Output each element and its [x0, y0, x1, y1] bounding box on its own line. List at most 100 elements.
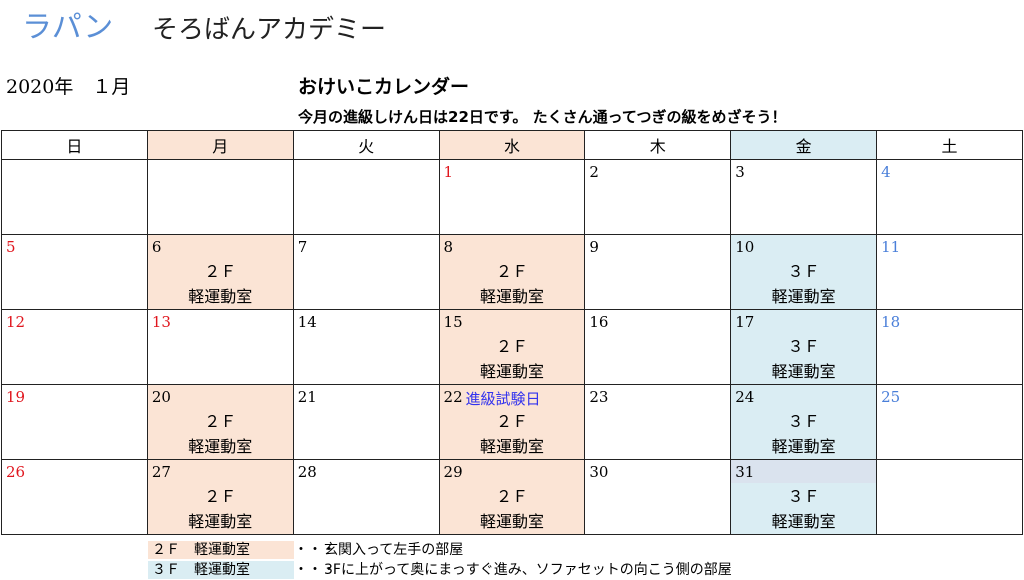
day-number: 18 — [881, 313, 901, 331]
day-cell[interactable]: 14 — [292, 309, 440, 385]
weekday-header: 日 — [1, 130, 148, 160]
weekday-header: 土 — [876, 130, 1023, 160]
day-cell[interactable]: 18 — [876, 309, 1023, 385]
day-cell[interactable]: 24 ３Ｆ 軽運動室 — [730, 384, 878, 460]
legend-tag: ３Ｆ 軽運動室 — [148, 561, 294, 579]
day-number: 26 — [6, 463, 26, 481]
weekday-header: 金 — [730, 130, 878, 160]
day-cell[interactable]: 11 — [876, 234, 1023, 310]
day-number: 24 — [735, 388, 755, 406]
day-number: 8 — [443, 238, 454, 256]
room-name: 軽運動室 — [188, 437, 253, 456]
day-number: 7 — [297, 238, 308, 256]
day-number: 21 — [297, 388, 317, 406]
day-cell[interactable]: 5 — [1, 234, 148, 310]
day-number: 14 — [297, 313, 317, 331]
day-cell[interactable]: 23 — [584, 384, 732, 460]
day-cell[interactable] — [292, 159, 440, 235]
room-info: ３Ｆ 軽運動室 — [731, 409, 876, 459]
day-cell[interactable]: 25 — [876, 384, 1023, 460]
day-number: 1 — [443, 163, 454, 181]
day-cell[interactable]: 21 — [292, 384, 440, 460]
day-cell[interactable]: 7 — [292, 234, 440, 310]
room-info: ２Ｆ 軽運動室 — [440, 484, 585, 534]
day-cell[interactable]: 16 — [584, 309, 732, 385]
day-number: 22 — [443, 388, 463, 406]
day-cell[interactable]: 17 ３Ｆ 軽運動室 — [730, 309, 878, 385]
room-floor: ３Ｆ — [787, 337, 820, 356]
subtitle: 今月の進級しけん日は22日です。 たくさん通ってつぎの級をめざそう！ — [298, 108, 787, 126]
day-cell[interactable]: 19 — [1, 384, 148, 460]
day-number: 10 — [735, 238, 755, 256]
day-number: 6 — [151, 238, 162, 256]
day-cell[interactable]: 30 — [584, 459, 732, 535]
room-floor: ２Ｆ — [204, 487, 237, 506]
week-row: 1 2 3 4 — [1, 159, 1023, 235]
room-floor: ２Ｆ — [495, 262, 528, 281]
day-cell[interactable]: 1 — [438, 159, 586, 235]
room-floor: ３Ｆ — [787, 262, 820, 281]
day-number: 17 — [735, 313, 755, 331]
day-cell[interactable]: 3 — [730, 159, 878, 235]
day-number: 16 — [589, 313, 609, 331]
day-number: 19 — [6, 388, 26, 406]
room-name: 軽運動室 — [479, 512, 544, 531]
room-name: 軽運動室 — [188, 287, 253, 306]
day-number: 9 — [589, 238, 599, 256]
day-cell[interactable]: 9 — [584, 234, 732, 310]
room-floor: ２Ｆ — [495, 487, 528, 506]
day-number: 4 — [881, 163, 891, 181]
day-number: 31 — [735, 463, 755, 481]
day-cell[interactable] — [1, 159, 148, 235]
day-number: 23 — [589, 388, 609, 406]
legend-2f: ２Ｆ 軽運動室・・・玄関入って左手の部屋 — [148, 541, 463, 559]
day-cell[interactable]: 12 — [1, 309, 148, 385]
day-cell[interactable] — [876, 459, 1023, 535]
day-number: 12 — [6, 313, 26, 331]
day-cell[interactable] — [146, 159, 294, 235]
room-floor: ３Ｆ — [787, 412, 820, 431]
page-title: おけいこカレンダー — [298, 76, 470, 98]
room-info: ２Ｆ 軽運動室 — [148, 484, 293, 534]
legend-tag: ２Ｆ 軽運動室 — [148, 541, 294, 559]
day-cell[interactable]: 26 — [1, 459, 148, 535]
day-cell[interactable]: 27 ２Ｆ 軽運動室 — [146, 459, 294, 535]
room-name: 軽運動室 — [771, 437, 836, 456]
legend-dots: ・・・ — [294, 562, 336, 578]
school-name: そろばんアカデミー — [152, 15, 387, 45]
day-cell[interactable]: 4 — [876, 159, 1023, 235]
room-info: ３Ｆ 軽運動室 — [731, 334, 876, 384]
room-floor: ２Ｆ — [204, 262, 237, 281]
day-cell[interactable]: 6 ２Ｆ 軽運動室 — [146, 234, 294, 310]
room-name: 軽運動室 — [188, 512, 253, 531]
day-cell[interactable]: 28 — [292, 459, 440, 535]
room-floor: ３Ｆ — [787, 487, 820, 506]
room-floor: ２Ｆ — [204, 412, 237, 431]
day-cell[interactable]: 2 — [584, 159, 732, 235]
day-cell[interactable]: 13 — [146, 309, 294, 385]
day-number: 2 — [589, 163, 599, 181]
cell-highlight — [731, 460, 877, 483]
room-info: ２Ｆ 軽運動室 — [148, 409, 293, 459]
room-info: ２Ｆ 軽運動室 — [148, 259, 293, 309]
room-floor: ２Ｆ — [495, 337, 528, 356]
room-name: 軽運動室 — [771, 362, 836, 381]
day-number: 3 — [735, 163, 745, 181]
weekday-header: 月 — [146, 130, 294, 160]
day-number: 28 — [297, 463, 317, 481]
day-number: 27 — [151, 463, 171, 481]
